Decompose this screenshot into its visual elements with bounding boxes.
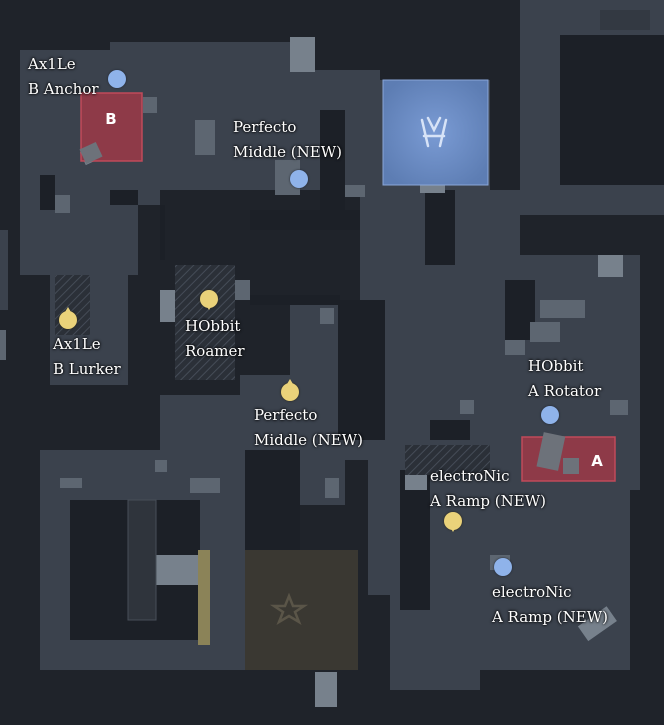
t-spawn-zone [245,550,358,670]
player-name: Ax1Le [28,55,76,73]
left-edge-floor [0,230,8,310]
player-role: Roamer [185,342,245,360]
player-label: HObbit Roamer [185,314,245,364]
player-label: HObbit A Rotator [528,354,601,404]
t-player-marker[interactable] [200,290,218,310]
player-role: Middle (NEW) [233,143,342,161]
player-name: Perfecto [233,118,297,136]
t-player-marker[interactable] [59,307,77,329]
t-player-marker[interactable] [444,512,462,532]
ct-player-marker[interactable] [541,406,559,424]
site-label-b: B [105,110,116,128]
t-player-marker[interactable] [281,379,299,401]
player-name: electroNic [430,467,510,485]
player-name: electroNic [492,583,572,601]
bombsite-b-zone: B [79,92,143,165]
player-role: Middle (NEW) [254,431,363,449]
player-label: Perfecto Middle (NEW) [254,403,363,453]
bombsite-a-zone: A [521,432,616,482]
player-role: A Rotator [528,382,602,400]
player-name: Ax1Le [53,335,101,353]
player-label: electroNic A Ramp (NEW) [430,464,546,514]
ct-spawn-zone [382,79,489,186]
player-role: A Ramp (NEW) [492,608,608,626]
site-label-a: A [591,452,603,470]
player-role: A Ramp (NEW) [430,492,546,510]
player-name: HObbit [528,357,584,375]
player-label: Perfecto Middle (NEW) [233,115,342,165]
player-role: B Anchor [28,80,99,98]
ct-player-marker[interactable] [108,70,126,88]
player-name: Perfecto [254,406,318,424]
player-name: HObbit [185,317,241,335]
top-right-building [520,0,664,215]
hatched-areas [55,265,490,475]
t-spawn-icon [269,592,309,625]
ct-player-marker[interactable] [494,558,512,576]
player-role: B Lurker [53,360,121,378]
ct-player-marker[interactable] [290,170,308,188]
ct-spawn-icon [420,116,448,148]
player-label: Ax1Le B Lurker [53,332,121,382]
player-label: Ax1Le B Anchor [28,52,99,102]
player-label: electroNic A Ramp (NEW) [492,580,608,630]
map-walls [40,110,535,640]
